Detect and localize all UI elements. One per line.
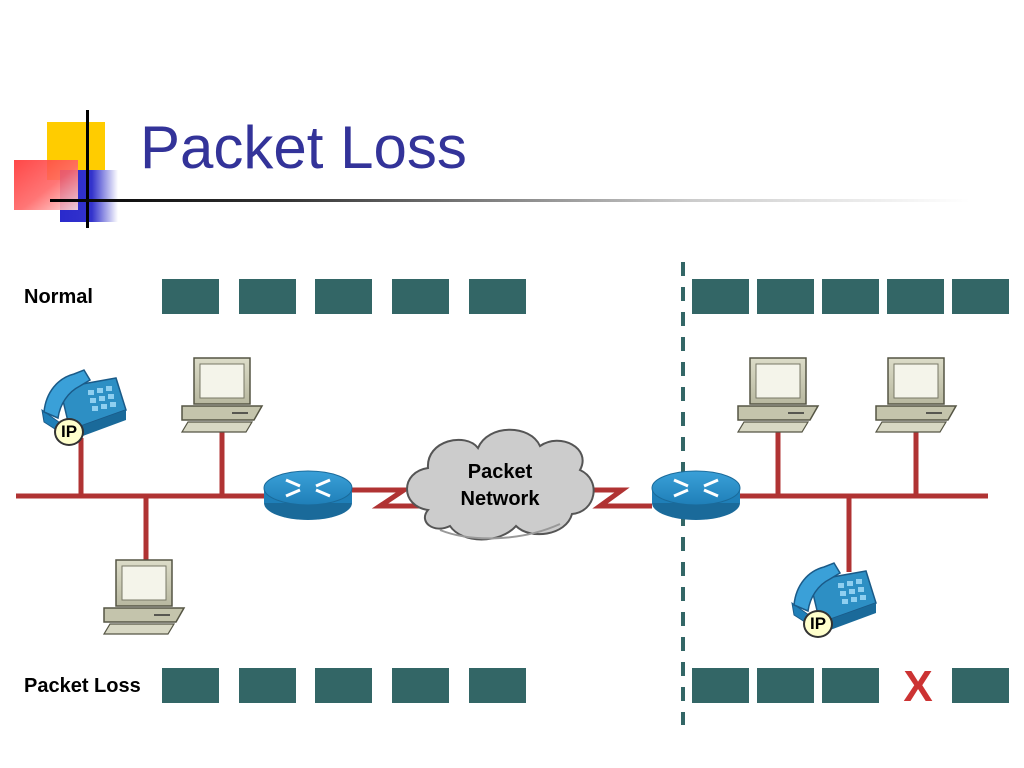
right-router	[651, 470, 741, 520]
lost-packet-mark: X	[903, 662, 933, 711]
loss-received-packet	[757, 668, 814, 703]
left-workstation-bottom	[102, 559, 186, 635]
loss-sent-packet	[392, 668, 449, 703]
cloud-label-line-2: Network	[460, 488, 540, 510]
packet-loss-label: Packet Loss	[24, 675, 141, 697]
loss-sent-packet	[315, 668, 372, 703]
normal-received-packet	[822, 279, 879, 314]
normal-sent-packet	[392, 279, 449, 314]
normal-sent-packet	[162, 279, 219, 314]
left-ip-badge: IP	[54, 418, 84, 446]
right-wan-link	[584, 487, 652, 509]
normal-sent-packet	[469, 279, 526, 314]
slide-title: Packet Loss	[140, 114, 467, 181]
loss-received-packet	[692, 668, 749, 703]
loss-sent-packet	[469, 668, 526, 703]
normal-sent-packet	[239, 279, 296, 314]
left-workstation-top	[180, 357, 264, 433]
right-ip-badge: IP	[803, 610, 833, 638]
loss-received-packet	[822, 668, 879, 703]
cloud-shape	[406, 428, 595, 541]
left-lan	[16, 432, 280, 560]
left-wan-link	[350, 487, 424, 509]
right-workstation-2	[874, 357, 958, 433]
loss-received-packet	[952, 668, 1009, 703]
normal-received-packet	[692, 279, 749, 314]
loss-sent-packet	[239, 668, 296, 703]
normal-received-packet	[887, 279, 944, 314]
loss-sent-packet	[162, 668, 219, 703]
right-lan	[722, 432, 988, 572]
cloud-label-line-1: Packet	[467, 461, 533, 483]
normal-received-packet	[757, 279, 814, 314]
right-workstation-1	[736, 357, 820, 433]
title-underline	[50, 199, 970, 202]
normal-label: Normal	[24, 286, 93, 308]
left-router	[263, 470, 353, 520]
cloud-label: Packet Network	[431, 459, 569, 513]
vertical-accent-line	[86, 110, 89, 228]
normal-sent-packet	[315, 279, 372, 314]
normal-received-packet	[952, 279, 1009, 314]
cloud-shadow	[439, 523, 561, 540]
